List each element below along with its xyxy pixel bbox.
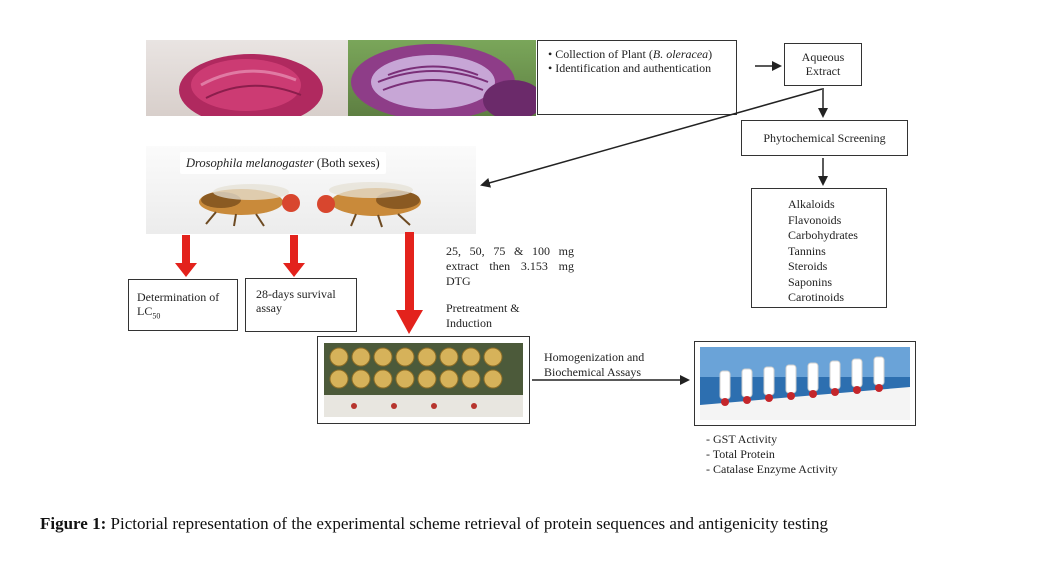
caption-text: Pictorial representation of the experime… <box>106 514 829 533</box>
assay-list: - GST Activity - Total Protein - Catalas… <box>706 432 838 477</box>
homogenization-text: Homogenization and Biochemical Assays <box>544 350 645 379</box>
red-arrow-lc50 <box>175 235 197 277</box>
phytochemical-item: Saponins <box>788 274 833 289</box>
pretreatment-text: Pretreatment & Induction <box>446 301 520 330</box>
red-cabbage-photo-2 <box>348 40 536 116</box>
phytochemical-item: Carotinoids <box>788 290 844 304</box>
red-cabbage-photo-1 <box>146 40 348 116</box>
dose-text: 25, 50, 75 & 100 mg extract then 3.153 m… <box>446 244 574 288</box>
aqueous-extract-box: Aqueous Extract <box>784 43 862 86</box>
survival-assay-box: 28-days survival assay <box>245 278 357 332</box>
phytochemical-item: Flavonoids <box>788 212 842 227</box>
phytochemical-item: Tannins <box>788 243 826 258</box>
phytochemical-item: Carbohydrates <box>788 228 858 242</box>
assay-item: - Total Protein <box>706 447 775 461</box>
red-arrow-pretreatment <box>396 232 423 334</box>
caption-label: Figure 1: <box>40 514 107 533</box>
phytochemical-item: Alkaloids <box>788 197 835 211</box>
arrow-to-drosophila <box>480 88 823 188</box>
phytochemical-screening-box: Phytochemical Screening <box>741 120 908 156</box>
collection-box: Collection of Plant (B. oleracea) Identi… <box>537 40 737 115</box>
collection-item: Collection of Plant (B. oleracea) <box>548 47 726 61</box>
figure-caption: Figure 1: Pictorial representation of th… <box>40 514 828 534</box>
phytochemical-list-box: Alkaloids Flavonoids Carbohydrates Tanni… <box>751 188 887 308</box>
red-arrow-survival <box>283 235 305 277</box>
identification-item: Identification and authentication <box>548 61 726 75</box>
assay-item: - Catalase Enzyme Activity <box>706 462 838 476</box>
phytochemical-item: Steroids <box>788 259 828 273</box>
vials-photo-box <box>317 336 530 424</box>
tubes-photo-box <box>694 341 916 426</box>
lc50-box: Determination of LC50 <box>128 279 238 331</box>
drosophila-label: Drosophila melanogaster (Both sexes) <box>180 152 386 174</box>
assay-item: - GST Activity <box>706 432 778 446</box>
